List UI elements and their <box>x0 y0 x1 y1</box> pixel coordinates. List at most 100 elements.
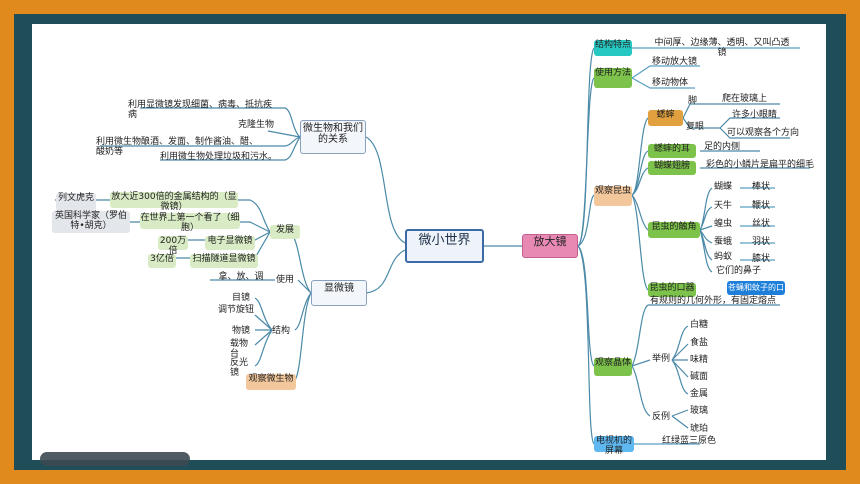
line-m1 <box>160 231 271 241</box>
microbe-item-4: 利用微生物处理垃圾和污水。 <box>160 152 278 162</box>
counter-2: 琥珀 <box>690 424 709 434</box>
example-3: 味精 <box>690 355 709 365</box>
line-microbe-4 <box>160 136 301 161</box>
line-use <box>297 279 312 294</box>
butterfly-node: 蝴蝶翅膀 <box>648 161 696 175</box>
counter-label: 反例 <box>652 412 671 422</box>
line-counter <box>631 365 651 417</box>
antenna-insect-4: 蚕蛾 <box>714 237 733 247</box>
antenna-node: 昆虫的触角 <box>648 222 700 238</box>
line-usage-2 <box>631 77 695 89</box>
structure-node: 结构特点 <box>594 40 632 56</box>
crystals-desc: 有规则的几何外形，有固定熔点 <box>650 296 777 306</box>
example-4: 碱面 <box>690 372 709 382</box>
lines-structure-items <box>254 297 273 367</box>
tv-text: 红绿蓝三原色 <box>662 436 717 446</box>
use-text: 拿、放、调 <box>218 272 264 282</box>
insects-node: 观察昆虫 <box>594 186 632 206</box>
antenna-insect-2: 天牛 <box>714 201 733 211</box>
magnification-2: 3亿倍 <box>148 254 176 268</box>
lines-counter-items <box>671 409 689 429</box>
lines-antenna-types <box>740 187 775 261</box>
antenna-type-4: 羽状 <box>752 237 771 247</box>
foot-text: 爬在玻璃上 <box>722 94 768 104</box>
line-crystal-desc <box>631 304 780 367</box>
cricket-ear-text: 足的内侧 <box>704 142 741 152</box>
microscope-node: 显微镜 <box>311 280 367 306</box>
counter-1: 玻璃 <box>690 406 709 416</box>
antenna-note: 它们的鼻子 <box>716 266 762 276</box>
bottom-strip <box>14 460 846 470</box>
usage-item-1: 移动放大镜 <box>652 57 698 67</box>
development-node: 发展 <box>270 225 300 239</box>
line-structure <box>294 292 312 331</box>
connector-crystals <box>577 245 595 367</box>
leeuwenhoek-name: 列文虎克 <box>56 193 96 211</box>
connector-structure <box>577 47 595 247</box>
connector-tv <box>577 245 595 445</box>
structure-item-3: 物镜 <box>232 326 251 336</box>
structure-label: 结构 <box>272 326 291 336</box>
structure-item-2: 调节旋钮 <box>218 305 255 315</box>
foot-label: 脚 <box>688 96 698 106</box>
usage-item-2: 移动物体 <box>652 78 689 88</box>
eye-text-1: 许多小眼睛 <box>732 110 778 120</box>
bottom-blurred-mark <box>40 452 190 466</box>
stm-microscope: 扫描隧道显微镜 <box>190 254 258 268</box>
line-foot <box>682 103 720 119</box>
line-leeuwenhoek <box>55 199 271 233</box>
eye-text-2: 可以观察各个方向 <box>727 128 800 138</box>
connector-root-microscope <box>365 249 406 294</box>
microbe-item-1: 利用显微镜发现细菌、病毒、抵抗疾病 <box>128 100 273 120</box>
lines-antenna-pairs <box>699 187 713 273</box>
eye-label: 复眼 <box>686 122 705 132</box>
butterfly-text: 彩色的小鳞片是扁平的细毛 <box>706 160 815 170</box>
magnification-1: 200万倍 <box>158 236 188 256</box>
line-observe <box>294 292 312 381</box>
line-microbe-3 <box>100 136 301 147</box>
line-microbe-1 <box>140 107 301 138</box>
antenna-type-3: 丝状 <box>752 219 771 229</box>
line-antenna <box>631 194 649 231</box>
cricket-ear-node: 蟋蟀的耳 <box>648 144 696 158</box>
antenna-insect-1: 蝴蝶 <box>714 182 733 192</box>
root-node: 微小世界 <box>405 229 484 263</box>
connector-insects <box>577 194 595 247</box>
line-examples <box>631 359 651 367</box>
microbe-item-2: 克隆生物 <box>238 120 275 130</box>
antenna-insect-5: 蚂蚁 <box>714 252 733 262</box>
mouthparts-text: 苍蝇和蚊子的口器 <box>727 281 785 306</box>
line-legs <box>631 117 649 196</box>
line-eye-texts <box>719 117 790 139</box>
antenna-type-5: 膝状 <box>752 254 771 264</box>
structure-item-1: 目镜 <box>232 293 251 303</box>
example-5: 金属 <box>690 389 709 399</box>
example-1: 白糖 <box>690 320 709 330</box>
line-butterfly <box>631 167 649 196</box>
line-mouthparts <box>631 194 649 291</box>
structure-item-4: 载物台 <box>230 339 249 359</box>
structure-text: 中间厚、边缘薄、透明、又叫凸透镜 <box>654 38 790 58</box>
mouthparts-node: 昆虫的口器 <box>648 283 696 297</box>
connector-usage <box>577 77 595 247</box>
hooke-text: 在世界上第一个看了（细胞） <box>140 213 240 233</box>
microbe-item-3: 利用微生物酿酒、发面、制作酱油、醋、酸奶等 <box>96 137 259 157</box>
tv-node: 电视机的屏幕 <box>594 436 634 456</box>
hooke-name: 英国科学家（罗伯特•胡克） <box>52 211 130 233</box>
examples-label: 举例 <box>652 354 671 364</box>
line-eye <box>682 117 720 129</box>
antenna-type-2: 鞭状 <box>752 201 771 211</box>
connector-root-microbes <box>365 136 406 244</box>
leeuwenhoek-text: 放大近300倍的金属结构的（显微镜） <box>110 192 238 212</box>
antenna-type-1: 棒状 <box>752 182 771 192</box>
example-2: 食盐 <box>690 338 709 348</box>
lines-examples-items <box>671 325 689 395</box>
line-microbe-2 <box>267 130 301 138</box>
usage-node: 使用方法 <box>594 68 632 88</box>
legs-node: 蟋蟀 <box>648 110 683 126</box>
microbes-node: 微生物和我们的关系 <box>300 120 366 154</box>
electron-microscope: 电子显微镜 <box>205 236 255 250</box>
use-label: 使用 <box>276 275 295 285</box>
